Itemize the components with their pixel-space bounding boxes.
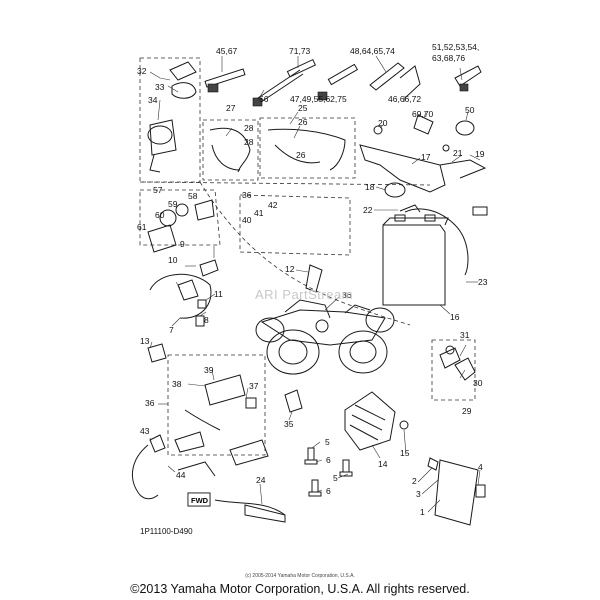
callout-57: 57 [153, 185, 163, 195]
tie-head-51 [459, 83, 469, 92]
sub-harnesses [209, 127, 346, 173]
callout-37: 37 [249, 381, 259, 391]
fwd-label: FWD [191, 496, 209, 505]
callout-36-top: 36 [242, 190, 252, 200]
callout-63-68-76: 63,68,76 [432, 53, 465, 63]
callout-39: 39 [204, 365, 214, 375]
callout-35: 35 [284, 419, 294, 429]
tie-head-56 [252, 97, 263, 107]
leader-lines [149, 55, 481, 513]
callout-50: 50 [465, 105, 475, 115]
callout-41: 41 [254, 208, 264, 218]
watermark: ARI PartStream [255, 287, 354, 302]
callout-28-top: 28 [244, 123, 254, 133]
callout-40: 40 [242, 215, 252, 225]
callout-2: 2 [412, 476, 417, 486]
group-boxes [139, 57, 476, 456]
drawing-code: 1P11100-D490 [140, 527, 193, 536]
fwd-tag: FWD [187, 492, 211, 507]
callout-47-49-55-62-75: 47,49,55,62,75 [290, 94, 347, 104]
callout-labels: 32 33 34 45,67 71,73 48,64,65,74 51,52,5… [137, 42, 488, 517]
callout-3: 3 [416, 489, 421, 499]
callout-51-54: 51,52,53,54, [432, 42, 479, 52]
callout-48-64-65-74: 48,64,65,74 [350, 46, 395, 56]
lower-left-components [132, 374, 286, 523]
callout-60: 60 [155, 210, 165, 220]
callout-25: 25 [298, 103, 308, 113]
clip-47 [327, 63, 359, 86]
callout-69-70: 69,70 [412, 109, 434, 119]
band-56 [254, 69, 304, 105]
callout-46-66-72: 46,66,72 [388, 94, 421, 104]
callout-7: 7 [169, 325, 174, 335]
callout-18: 18 [365, 182, 375, 192]
tie-head-47 [317, 91, 328, 101]
callout-26-top: 26 [298, 117, 308, 127]
callout-17: 17 [421, 152, 431, 162]
clamps-row [204, 58, 482, 107]
callout-45-67: 45,67 [216, 46, 238, 56]
callout-4: 4 [478, 462, 483, 472]
callout-22: 22 [363, 205, 373, 215]
callout-24: 24 [256, 475, 266, 485]
clamp-51 [454, 65, 482, 87]
callout-19: 19 [475, 149, 485, 159]
callout-12: 12 [285, 264, 295, 274]
callout-1: 1 [420, 507, 425, 517]
callout-8: 8 [204, 315, 209, 325]
callout-15: 15 [400, 448, 410, 458]
clamp-48 [369, 62, 405, 91]
copyright-line: ©2013 Yamaha Motor Corporation, U.S.A. A… [130, 582, 470, 596]
callout-28-bottom: 28 [244, 137, 254, 147]
callout-5-bottom: 5 [333, 473, 338, 483]
callout-14: 14 [378, 459, 388, 469]
callout-27: 27 [226, 103, 236, 113]
callout-6-bottom: 6 [326, 486, 331, 496]
callout-33: 33 [155, 82, 165, 92]
callout-71-73: 71,73 [289, 46, 311, 56]
callout-16: 16 [450, 312, 460, 322]
callout-11: 11 [214, 289, 223, 299]
callout-29: 29 [462, 406, 472, 416]
callout-58: 58 [188, 191, 198, 201]
callout-32: 32 [137, 66, 147, 76]
callout-61: 61 [137, 222, 147, 232]
callout-56: 56 [259, 94, 269, 104]
callout-31: 31 [460, 330, 470, 340]
callout-42: 42 [268, 200, 278, 210]
callout-38: 38 [172, 379, 182, 389]
clamp-46 [399, 65, 421, 99]
callout-5-top: 5 [325, 437, 330, 447]
callout-36-mid: 36 [342, 290, 352, 300]
fasteners [147, 264, 409, 497]
atv-outline [255, 299, 395, 375]
callout-26-bottom: 26 [296, 150, 306, 160]
callout-30: 30 [473, 378, 483, 388]
battery [382, 204, 488, 306]
tie-head-45 [207, 83, 219, 93]
callout-9: 9 [180, 239, 185, 249]
callout-23: 23 [478, 277, 488, 287]
callout-6-top: 6 [326, 455, 331, 465]
small-copyright: (c) 2005-2014 Yamaha Motor Corporation, … [245, 573, 355, 579]
callout-34: 34 [148, 95, 158, 105]
callout-21: 21 [453, 148, 463, 158]
callout-36-bottom: 36 [145, 398, 155, 408]
callout-43: 43 [140, 426, 150, 436]
callout-59: 59 [168, 199, 178, 209]
callout-13: 13 [140, 336, 150, 346]
cable-tie-45 [204, 68, 246, 88]
clip-71 [286, 58, 317, 78]
main-switch [147, 61, 197, 173]
callout-44: 44 [176, 470, 186, 480]
callout-10: 10 [168, 255, 178, 265]
callout-20: 20 [378, 118, 388, 128]
